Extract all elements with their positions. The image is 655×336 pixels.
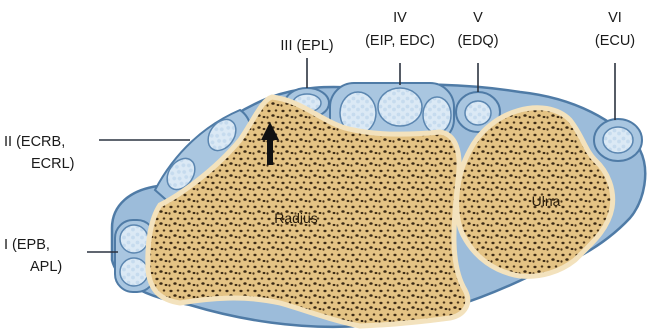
compartment-4-label-line2: (EIP, EDC) bbox=[365, 33, 435, 49]
compartment-6-label-line2: (ECU) bbox=[595, 33, 635, 49]
compartment-5-label-line2: (EDQ) bbox=[457, 33, 498, 49]
compartment-2-label-line1: II (ECRB, bbox=[4, 134, 65, 150]
compartment-1-label-line1: I (EPB, bbox=[4, 237, 50, 253]
compartment-2-label-line2: ECRL) bbox=[31, 156, 75, 172]
compartment-4-label-line1: IV bbox=[393, 10, 407, 26]
radius-label: Radius bbox=[274, 210, 318, 226]
ulna-label: Ulna bbox=[532, 193, 561, 209]
compartment-3-label: III (EPL) bbox=[280, 38, 333, 54]
compartment-6 bbox=[594, 119, 642, 161]
compartment-1-label-line2: APL) bbox=[30, 259, 62, 275]
compartment-5-label-line1: V bbox=[473, 10, 483, 26]
compartment-6-label-line1: VI bbox=[608, 10, 622, 26]
